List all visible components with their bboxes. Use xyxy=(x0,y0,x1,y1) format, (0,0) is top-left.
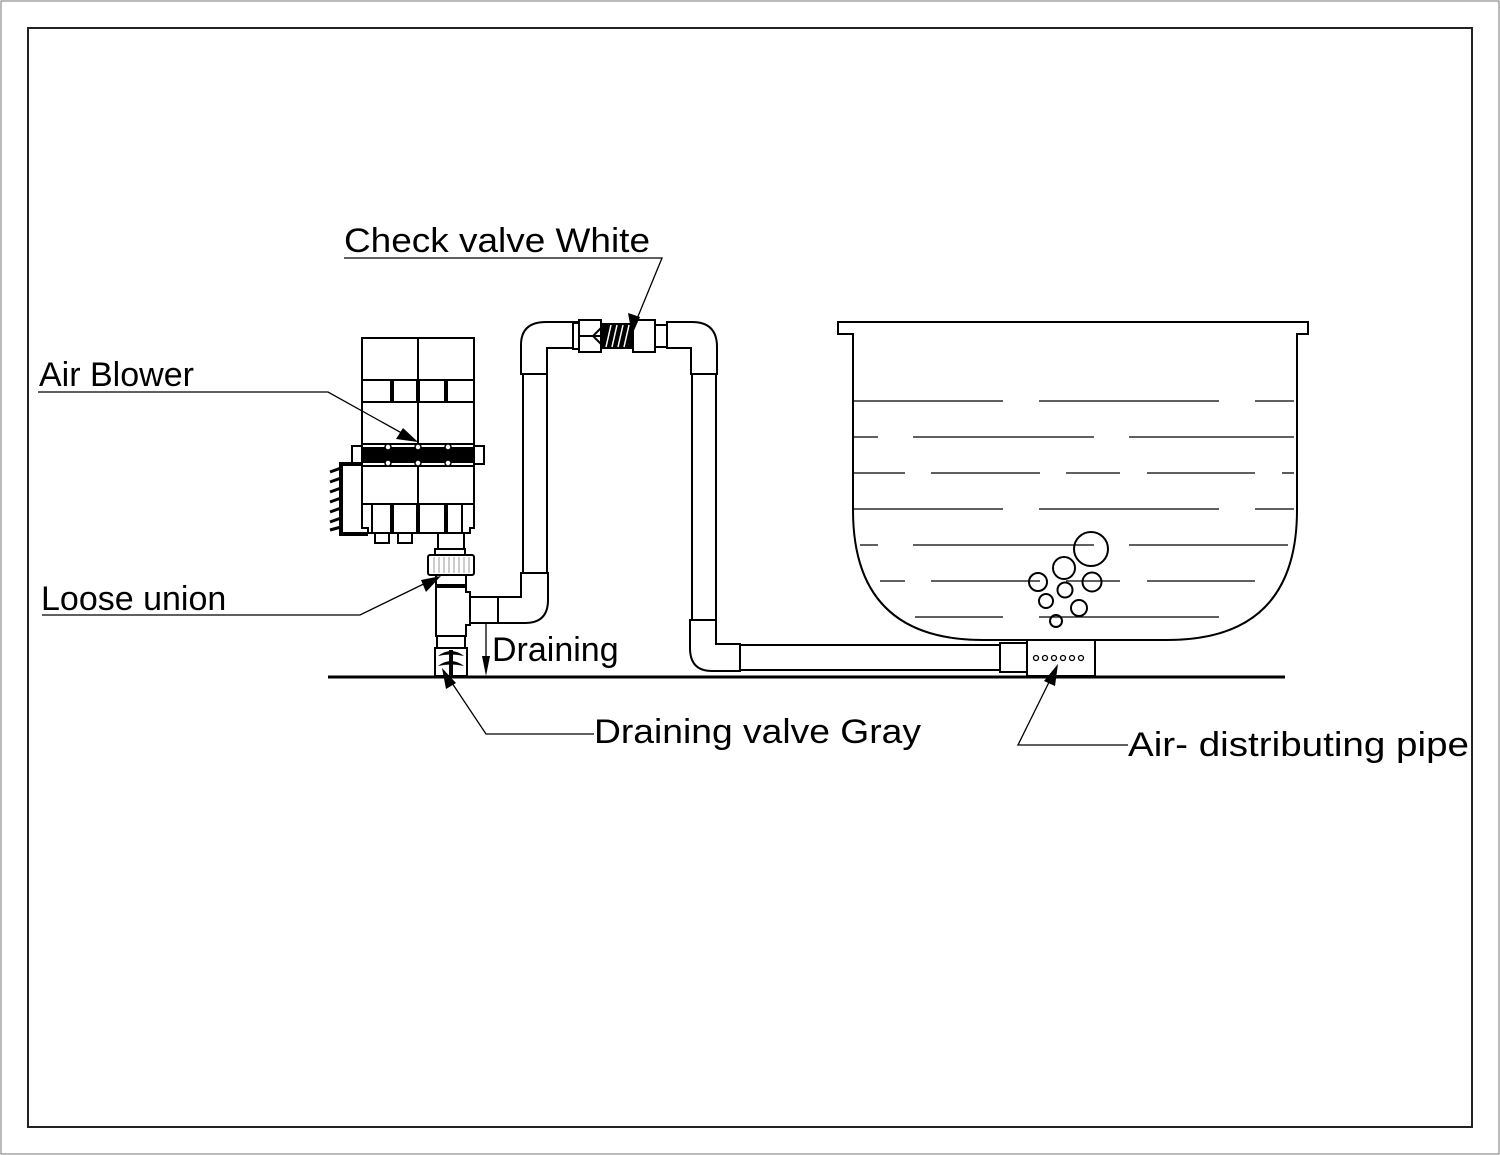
tee-fitting xyxy=(435,586,471,649)
air-distributing-pipe xyxy=(1026,639,1096,677)
arrow-icon xyxy=(442,668,456,689)
arrow-icon xyxy=(628,313,640,335)
loose-union xyxy=(427,554,475,586)
check-valve xyxy=(601,323,633,349)
callout-air-blower: Air Blower xyxy=(38,356,418,442)
label-check-valve: Check valve White xyxy=(344,222,650,260)
callout-air-distributing-pipe: Air- distributing pipe xyxy=(1016,664,1469,764)
callout-draining-valve: Draining valve Gray xyxy=(442,668,921,751)
air-bubbles xyxy=(1028,531,1109,628)
callout-check-valve: Check valve White xyxy=(344,222,663,335)
arrow-icon xyxy=(396,428,418,442)
arrow-down-icon xyxy=(482,656,490,676)
arrow-icon xyxy=(1044,664,1058,686)
label-draining-valve: Draining valve Gray xyxy=(594,713,921,751)
cable-icon xyxy=(329,466,342,532)
callout-loose-union: Loose union xyxy=(41,576,441,618)
pipe-run xyxy=(469,319,1028,673)
callout-draining: Draining xyxy=(482,623,619,676)
tank xyxy=(837,321,1309,641)
air-blower xyxy=(329,337,485,558)
drawing-frame xyxy=(27,27,1473,1128)
label-air-distributing-pipe: Air- distributing pipe xyxy=(1128,726,1469,764)
label-draining: Draining xyxy=(492,631,619,669)
water-lines xyxy=(853,400,1294,618)
arrow-icon xyxy=(421,576,441,592)
label-loose-union: Loose union xyxy=(41,580,226,618)
draining-valve xyxy=(434,647,468,677)
label-air-blower: Air Blower xyxy=(39,356,194,394)
valve-handle-icon xyxy=(438,650,464,676)
